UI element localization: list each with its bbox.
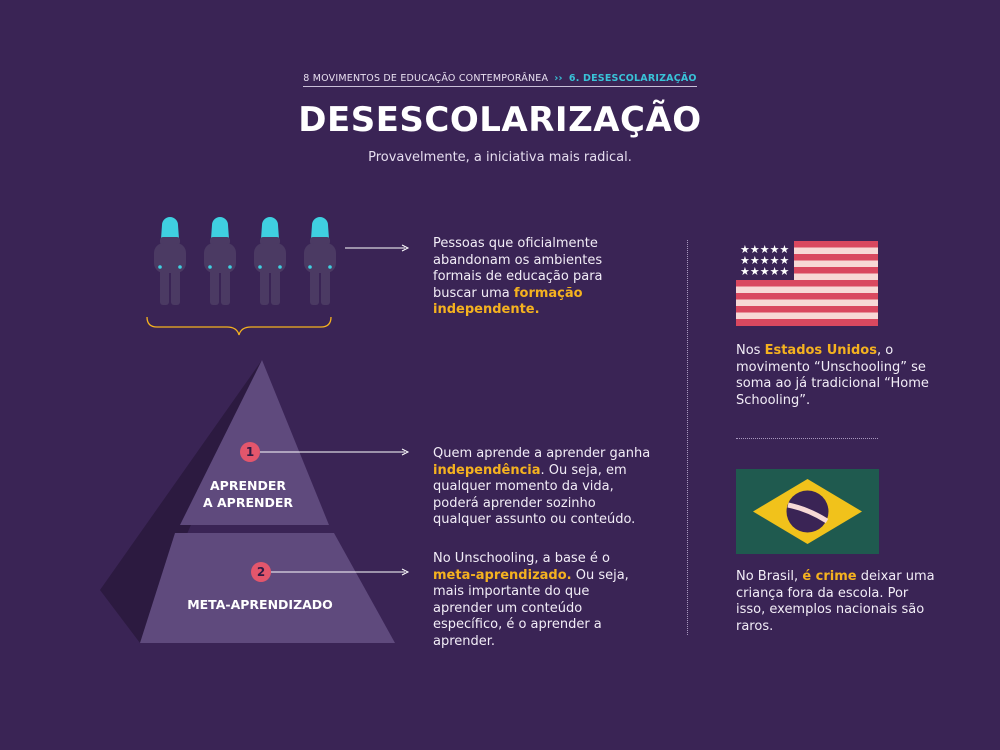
vertical-divider <box>687 240 688 635</box>
svg-text:★★★★★: ★★★★★ <box>740 254 789 267</box>
pyramid-side <box>100 360 262 643</box>
arrow-right-icon <box>271 568 410 576</box>
meta-learning-description: No Unschooling, a base é o meta-aprendiz… <box>433 551 648 650</box>
pyramid-bottom-layer <box>140 533 395 643</box>
brazil-description: No Brasil, é crime deixar uma criança fo… <box>736 569 936 635</box>
brazil-flag-icon <box>736 469 879 554</box>
meta-text-after: Ou seja, mais importante do que aprender… <box>433 567 629 649</box>
step-badge-1: 1 <box>240 442 260 462</box>
brazil-text-after: deixar uma criança fora da escola. Por i… <box>736 569 935 634</box>
svg-text:★★★★★: ★★★★★ <box>740 265 789 278</box>
brazil-highlight: é crime <box>802 569 857 584</box>
breadcrumb: 8 MOVIMENTOS DE EDUCAÇÃO CONTEMPORÂNEA ›… <box>0 73 1000 87</box>
pyramid-top-label-line1: APRENDER <box>209 478 286 493</box>
horizontal-divider <box>736 438 878 439</box>
svg-text:★★★★★: ★★★★★ <box>740 243 789 256</box>
usa-description: Nos Estados Unidos, o movimento “Unschoo… <box>736 343 936 409</box>
breadcrumb-current: 6. DESESCOLARIZAÇÃO <box>568 73 697 84</box>
pyramid-bottom-label: META-APRENDIZADO <box>187 597 333 612</box>
people-group <box>146 217 336 336</box>
breadcrumb-parent[interactable]: 8 MOVIMENTOS DE EDUCAÇÃO CONTEMPORÂNEA <box>303 73 549 84</box>
meta-text-before: No Unschooling, a base é o <box>433 551 610 566</box>
arrow-right-icon <box>345 244 410 252</box>
people-description: Pessoas que oficialmente abandonam os am… <box>433 236 633 319</box>
learning-text-before: Quem aprende a aprender ganha <box>433 446 651 461</box>
person-icon <box>204 217 236 305</box>
people-text: Pessoas que oficialmente abandonam os am… <box>433 236 603 301</box>
breadcrumb-wrap: 8 MOVIMENTOS DE EDUCAÇÃO CONTEMPORÂNEA ›… <box>303 73 697 87</box>
pyramid-top-label-line2: A APRENDER <box>202 495 294 510</box>
people-highlight: formação independente. <box>433 285 583 318</box>
learning-description: Quem aprende a aprender ganha independên… <box>433 446 653 529</box>
usa-highlight: Estados Unidos <box>764 343 877 358</box>
brazil-text-before: No Brasil, <box>736 569 803 584</box>
breadcrumb-separator: ›› <box>554 73 563 84</box>
learning-highlight: independência <box>433 462 541 478</box>
usa-text-after: , o movimento “Unschooling” se soma ao j… <box>736 343 929 408</box>
brace <box>146 316 332 336</box>
person-icon <box>304 217 336 305</box>
learning-text-after: . Ou seja, em qualquer momento da vida, … <box>433 462 636 528</box>
person-icon <box>154 217 186 305</box>
pyramid-top-label: APRENDER A APRENDER <box>180 477 316 511</box>
arrow-right-icon <box>260 448 410 456</box>
step-badge-2: 2 <box>251 562 271 582</box>
page-title: DESESCOLARIZAÇÃO <box>298 100 702 140</box>
person-icon <box>254 217 286 305</box>
page-subtitle: Provavelmente, a iniciativa mais radical… <box>368 150 632 165</box>
meta-highlight: meta-aprendizado. <box>433 567 572 583</box>
usa-text-before: Nos <box>736 343 765 358</box>
usa-flag-icon: ★★★★★ ★★★★★ ★★★★★ <box>736 241 878 326</box>
